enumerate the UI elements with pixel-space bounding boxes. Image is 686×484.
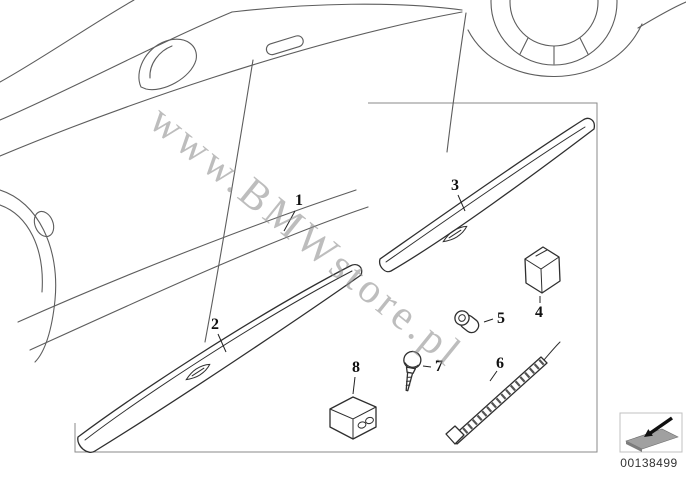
callout-6-leader	[489, 370, 498, 382]
callout-8: 8	[352, 359, 360, 376]
bracket-outline	[329, 396, 377, 440]
emblem-mark	[448, 229, 462, 239]
clip-top-detail	[535, 249, 548, 257]
cable-tie-tail	[543, 341, 561, 361]
callout-2: 2	[211, 316, 219, 333]
cable-tie-part-6	[445, 341, 561, 445]
callout-3: 3	[451, 177, 459, 194]
clip-outline	[524, 246, 561, 294]
bracket-part-8	[329, 396, 377, 440]
image-number: 00138499	[620, 456, 677, 470]
car-belt-line	[0, 11, 463, 157]
sill-strip-part-3	[379, 117, 595, 273]
legend-icon-border	[619, 412, 683, 453]
cable-tie-teeth	[452, 357, 547, 443]
car-roof-line	[0, 0, 135, 83]
rocker-bottom-line	[29, 206, 369, 351]
door-handle	[265, 35, 304, 56]
callout-1-leader	[283, 210, 296, 232]
screw-head-shading	[404, 362, 419, 368]
arrow-icon-head	[644, 429, 653, 437]
callout-2-leader	[217, 333, 227, 353]
callout-5-leader	[483, 318, 494, 323]
side-mirror-inner-line	[149, 45, 173, 79]
door-cut-line	[204, 59, 254, 343]
callout-7-leader	[422, 365, 432, 368]
bracket-edges	[329, 406, 377, 440]
emblem-outline	[185, 363, 211, 381]
sill-strip-3-emblem	[442, 225, 468, 243]
callout-4: 4	[535, 304, 543, 321]
emblem-mark	[191, 367, 205, 377]
car-window-sill-line	[0, 11, 233, 121]
callout-7: 7	[435, 358, 443, 375]
sill-strip-3-outline	[379, 117, 595, 273]
callout-8-leader	[352, 376, 356, 395]
grommet-hole	[458, 314, 466, 322]
door-handle-shape	[265, 35, 304, 56]
front-fender-arch	[467, 23, 643, 77]
callout-1: 1	[295, 192, 303, 209]
front-body-line	[637, 1, 686, 29]
rear-wheel-arch	[0, 189, 57, 363]
front-wheel-tire	[490, 0, 618, 66]
rocker-top-line	[17, 189, 357, 323]
grommet-part-5	[454, 310, 480, 334]
emblem-outline	[442, 225, 468, 243]
cable-tie-head	[445, 425, 465, 445]
sill-strip-2-outline	[77, 263, 363, 453]
side-mirror	[138, 38, 197, 91]
sill-strip-2-inner-line	[84, 270, 353, 441]
legend: 00138499	[619, 412, 683, 470]
grommet-face	[454, 310, 470, 326]
clip-part-4	[524, 246, 561, 294]
fuel-cap	[33, 210, 55, 238]
screw-part-7	[403, 350, 422, 392]
arrow-icon	[648, 416, 673, 436]
car-outline	[0, 0, 686, 363]
wheel-spoke-line-2	[519, 37, 529, 55]
sill-strip-3-inner-line	[385, 126, 586, 263]
screw-threads	[405, 376, 413, 386]
frame-border	[74, 102, 598, 453]
wheel-spoke-line-3	[579, 37, 589, 55]
sill-slab-side	[626, 441, 642, 452]
front-wheel-rim	[509, 0, 599, 47]
callout-6: 6	[496, 355, 504, 372]
sill-strip-part-2	[77, 263, 363, 453]
sill-strip-2-emblem	[185, 363, 211, 381]
rear-wheel-arch-inner	[0, 204, 43, 293]
car-top-edge	[231, 3, 463, 13]
callouts: 1 2 3 4 5 6 7 8	[211, 177, 543, 395]
clip-edges	[524, 256, 560, 294]
bracket-hole-2	[365, 416, 374, 425]
callout-3-leader	[457, 194, 466, 212]
callout-5: 5	[497, 310, 505, 327]
bracket-hole-1	[357, 421, 367, 429]
fender-cut-line	[446, 12, 467, 153]
